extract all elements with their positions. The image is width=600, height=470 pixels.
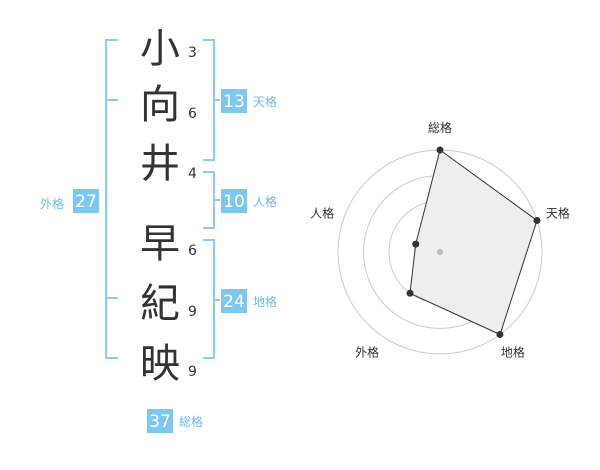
chikaku-value: 24: [223, 292, 245, 312]
stroke-count-2: 6: [188, 106, 197, 122]
radar-axis-label-5: 人格: [310, 206, 334, 221]
tenkaku-badge: 13 天格: [221, 89, 277, 113]
radar-axis-label-2: 天格: [546, 206, 570, 221]
radar-point-4: [406, 289, 414, 297]
soukaku-value: 37: [149, 412, 171, 432]
chikaku-bracket: [203, 239, 220, 359]
radar-axis-label-1: 総格: [428, 120, 452, 135]
radar-point-3: [496, 331, 504, 339]
jinkaku-badge: 10 人格: [221, 189, 277, 213]
stroke-count-1: 3: [188, 45, 197, 61]
stroke-count-4: 6: [188, 243, 197, 259]
soukaku-label: 総格: [179, 414, 203, 429]
gaikaku-badge: 外格 27: [40, 189, 99, 213]
radar-axis-label-4: 外格: [355, 344, 379, 359]
tenkaku-bracket: [203, 39, 220, 161]
radar-point-2: [533, 216, 541, 224]
radar-point-5: [412, 240, 420, 248]
chikaku-badge: 24 地格: [221, 289, 277, 313]
name-char-4: 早: [140, 221, 180, 267]
stroke-count-6: 9: [188, 364, 197, 380]
chikaku-label: 地格: [253, 294, 277, 309]
name-char-6: 映: [140, 341, 180, 387]
jinkaku-value: 10: [223, 192, 245, 212]
radar-center-dot: [437, 249, 443, 255]
jinkaku-bracket: [203, 171, 220, 229]
name-breakdown: 小 3 向 6 井 4 早 6 紀 9 映 9 13 天格 10 人格 24 地…: [40, 26, 277, 433]
name-char-2: 向: [140, 82, 180, 128]
gaikaku-bracket: [105, 39, 118, 359]
radar-point-1: [436, 146, 444, 154]
gaikaku-label: 外格: [40, 196, 64, 211]
tenkaku-label: 天格: [253, 94, 277, 109]
radar-axis-label-3: 地格: [501, 344, 525, 359]
name-char-5: 紀: [140, 281, 180, 327]
radar-area: [409, 149, 538, 336]
jinkaku-label: 人格: [253, 194, 277, 209]
name-char-3: 井: [140, 141, 180, 187]
stroke-count-3: 4: [188, 166, 197, 182]
gaikaku-value: 27: [75, 192, 97, 212]
stroke-count-5: 9: [188, 304, 197, 320]
name-char-1: 小: [140, 26, 180, 72]
tenkaku-value: 13: [223, 92, 245, 112]
soukaku-badge: 37 総格: [147, 409, 203, 433]
